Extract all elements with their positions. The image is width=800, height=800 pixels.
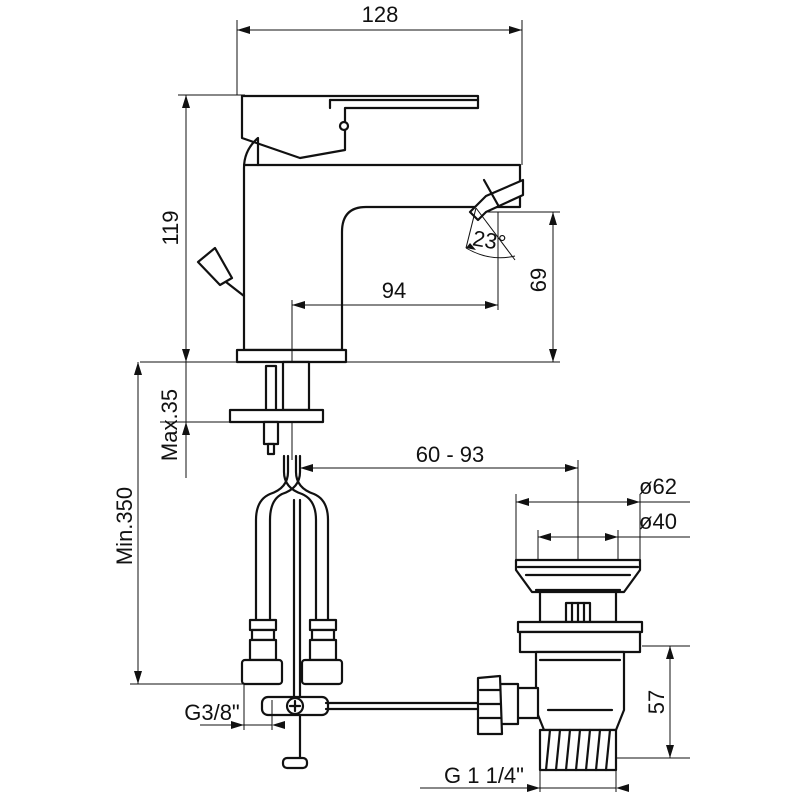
label-g-3-8: G3/8" <box>184 700 240 725</box>
label-diameter-40: ø40 <box>639 509 677 534</box>
dimension-max-35: Max.35 <box>140 361 237 478</box>
label-g-1-1-4: G 1 1/4" <box>444 763 524 788</box>
dimension-g-1-1-4: G 1 1/4" <box>420 763 629 792</box>
label-128: 128 <box>362 2 399 27</box>
dimension-height-119: 119 <box>158 94 245 362</box>
dimension-height-69: 69 <box>346 211 560 363</box>
label-min-350: Min.350 <box>112 487 137 565</box>
dimension-min-350: Min.350 <box>112 362 244 685</box>
pop-up-rod <box>260 498 482 770</box>
label-69: 69 <box>526 268 551 292</box>
label-diameter-62: ø62 <box>639 474 677 499</box>
label-60-93: 60 - 93 <box>416 442 485 467</box>
dimension-diameter-40: ø40 <box>537 509 690 560</box>
label-23-degrees: 23° <box>471 225 508 255</box>
label-119: 119 <box>158 210 183 245</box>
dimension-g-3-8: G3/8" <box>184 684 285 730</box>
dimension-reach-94: 94 <box>291 212 499 460</box>
dimension-angle-23: 23° <box>465 207 516 261</box>
label-max-35: Max.35 <box>157 389 182 461</box>
dimension-60-93: 60 - 93 <box>300 442 579 640</box>
mounting-assembly <box>228 360 325 456</box>
flexible-hoses <box>240 454 344 686</box>
label-94: 94 <box>382 278 406 303</box>
dimension-width-128: 128 <box>236 2 523 165</box>
dimension-diameter-62: ø62 <box>515 474 690 560</box>
dimension-height-57: 57 <box>616 645 690 759</box>
label-57: 57 <box>644 690 669 714</box>
waste-drain <box>476 558 644 772</box>
